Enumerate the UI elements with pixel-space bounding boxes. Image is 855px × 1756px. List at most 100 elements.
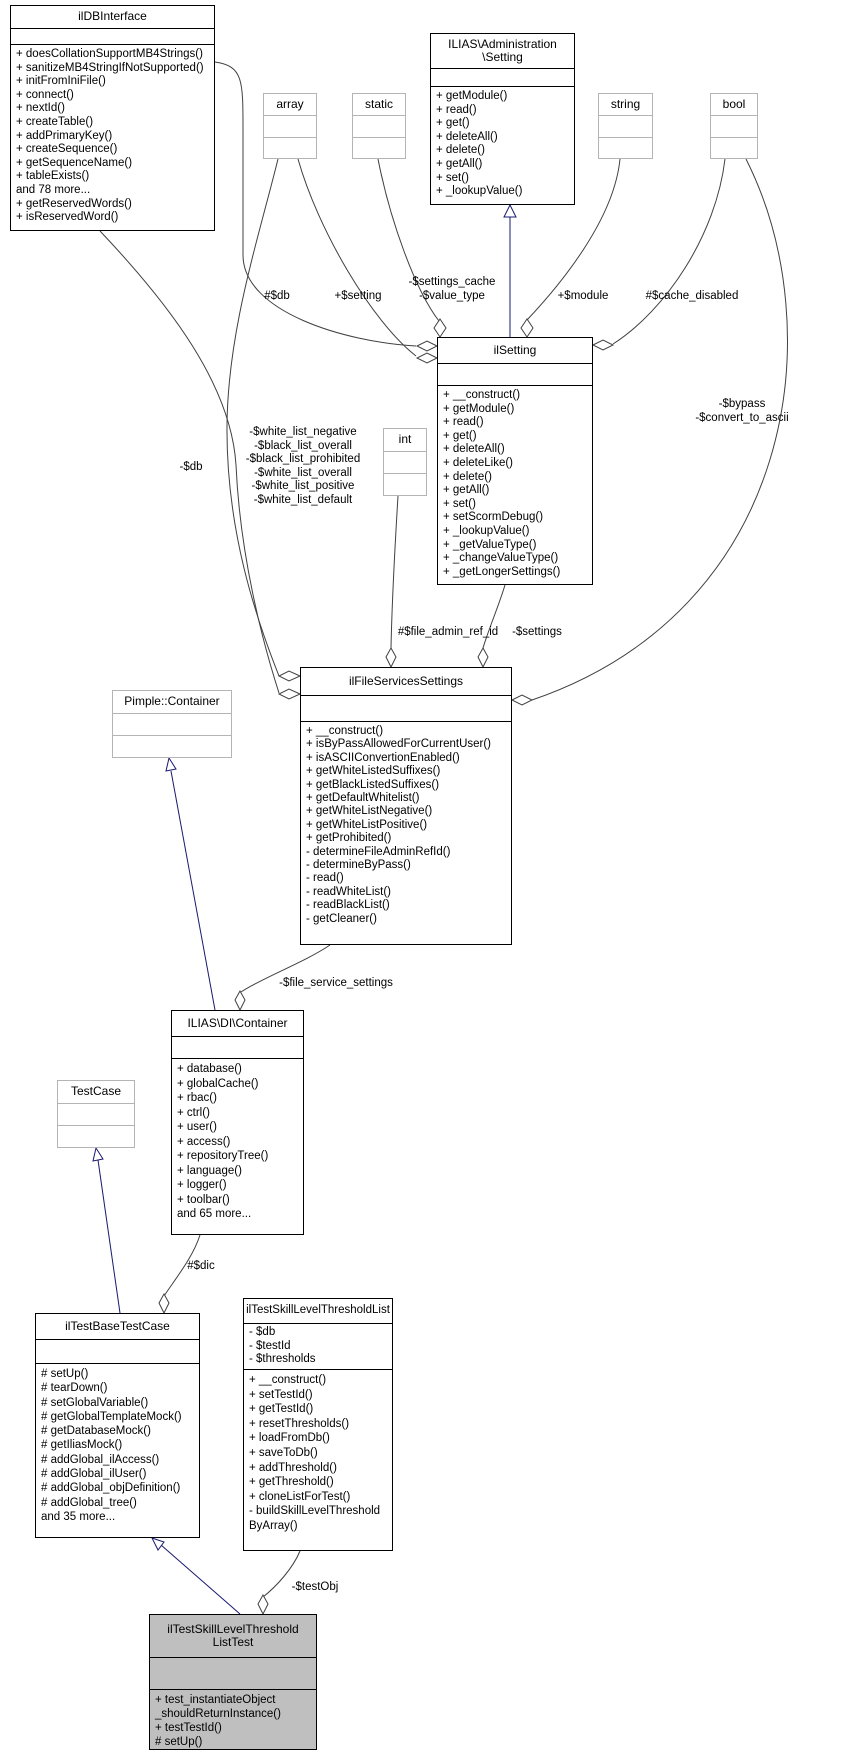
member-line: + isReservedWord()	[16, 211, 119, 224]
methods-compartment: + database()+ globalCache()+ rbac()+ ctr…	[172, 1059, 303, 1234]
member-line: -$white_list_negative	[249, 426, 357, 438]
methods-compartment	[58, 1125, 134, 1147]
member-line: # addGlobal_ilUser()	[41, 1468, 147, 1481]
member-line: + createSequence()	[16, 143, 118, 156]
diamond	[158, 1292, 170, 1315]
member-line: + _lookupValue()	[443, 524, 530, 537]
member-line: + repositoryTree()	[177, 1150, 269, 1162]
methods-compartment: + __construct()+ getModule()+ read()+ ge…	[438, 386, 592, 584]
member-line: + tableExists()	[16, 170, 90, 183]
class-box-iltestskilllevelthresholdlist[interactable]: ilTestSkillLevelThresholdList - $db- $te…	[243, 1298, 393, 1551]
member-line: + _lookupValue()	[436, 185, 523, 198]
class-box-testcase[interactable]: TestCase	[57, 1080, 135, 1148]
diamond	[277, 688, 302, 700]
member-line: + setTestId()	[249, 1388, 313, 1401]
edge-test-extends	[160, 1544, 241, 1615]
class-title-text: static	[364, 96, 393, 111]
class-box-ilias-administration-setting[interactable]: ILIAS\Administration \Setting + getModul…	[430, 33, 575, 205]
arrowhead	[503, 203, 517, 218]
diamond	[520, 318, 534, 338]
member-line: # getDatabaseMock()	[41, 1425, 151, 1438]
attributes-compartment	[36, 1340, 199, 1364]
member-line: # addGlobal_objDefinition()	[41, 1482, 181, 1495]
diamond	[234, 989, 246, 1012]
attributes-compartment	[711, 116, 757, 137]
member-line: # setUp()	[41, 1368, 89, 1380]
member-line: + get()	[436, 117, 470, 130]
edge-label-setting: +$setting	[334, 290, 382, 302]
class-title-text: ILIAS\Administration	[448, 36, 557, 51]
methods-compartment	[353, 137, 405, 158]
class-box-ildbinterface[interactable]: ilDBInterface + doesCollationSupportMB4S…	[10, 5, 215, 231]
diamond	[415, 352, 439, 364]
type-box-array[interactable]: array	[263, 93, 317, 159]
member-line: - readWhiteList()	[306, 885, 391, 898]
type-box-int[interactable]: int	[383, 428, 427, 496]
methods-compartment: + __construct()+ isByPassAllowedForCurre…	[301, 722, 511, 944]
class-box-ilfileservicessettings[interactable]: ilFileServicesSettings + __construct()+ …	[300, 667, 512, 945]
class-box-ilsetting[interactable]: ilSetting + __construct()+ getModule()+ …	[437, 337, 593, 585]
type-box-string[interactable]: string	[598, 93, 653, 159]
edge-label-settings-cache: -$settings_cache-$value_type	[395, 276, 509, 303]
attributes-compartment	[431, 69, 574, 87]
class-title-text: ListTest	[212, 1635, 254, 1649]
class-box-iltestbasetestcase[interactable]: ilTestBaseTestCase # setUp()# tearDown()…	[35, 1313, 200, 1538]
arrowhead	[151, 1537, 165, 1551]
class-box-pimple-container[interactable]: Pimple::Container	[112, 690, 232, 758]
diamond	[385, 646, 397, 669]
attributes-compartment	[11, 29, 214, 45]
member-line: + isByPassAllowedForCurrentUser()	[306, 738, 492, 751]
methods-compartment: + doesCollationSupportMB4Strings()+ sani…	[11, 45, 214, 230]
class-box-iltestskilllevelthresholdlisttest[interactable]: ilTestSkillLevelThreshold ListTest + tes…	[149, 1614, 317, 1750]
member-line: + rbac()	[177, 1092, 217, 1104]
member-line: - buildSkillLevelThreshold	[249, 1505, 381, 1518]
member-line: + ctrl()	[177, 1106, 210, 1119]
class-title: ILIAS\Administration \Setting	[431, 34, 574, 69]
member-line: + user()	[177, 1121, 217, 1133]
member-line: + read()	[436, 103, 477, 116]
member-line: - getCleaner()	[306, 912, 377, 925]
member-line: + set()	[436, 171, 469, 184]
member-line: + sanitizeMB4StringIfNotSupported()	[16, 61, 204, 74]
edge-label-bypass: -$bypass-$convert_to_ascii	[672, 398, 812, 425]
member-line: # getIliasMock()	[41, 1439, 123, 1452]
attributes-compartment	[353, 116, 405, 137]
class-title-text: ilFileServicesSettings	[348, 673, 464, 688]
class-title-text: Pimple::Container	[124, 694, 220, 709]
member-line: and 35 more...	[41, 1510, 116, 1523]
member-line: + logger()	[177, 1179, 227, 1191]
class-title: TestCase	[58, 1081, 134, 1104]
diamond	[510, 694, 534, 706]
class-title: bool	[711, 94, 757, 116]
methods-compartment: + test_instantiateObject_shouldReturnIns…	[150, 1690, 316, 1749]
edge-ilsetting-cache-disabled-bool	[612, 158, 726, 345]
member-line: + saveToDb()	[249, 1446, 318, 1459]
member-line: + _changeValueType()	[443, 552, 559, 565]
attributes-compartment	[58, 1104, 134, 1125]
member-line: + addPrimaryKey()	[16, 129, 113, 142]
member-line: + getWhiteListedSuffixes()	[306, 765, 441, 778]
class-title-text: TestCase	[70, 1084, 122, 1099]
edge-label-testobj: -$testObj	[291, 1581, 339, 1593]
member-line: # addGlobal_ilAccess()	[41, 1453, 160, 1466]
diamond	[433, 318, 447, 338]
type-box-static[interactable]: static	[352, 93, 406, 159]
arrowhead	[92, 1146, 104, 1162]
member-line: + getWhiteListNegative()	[306, 805, 433, 818]
member-line: + getAll()	[436, 157, 483, 170]
member-line: + delete()	[436, 144, 485, 157]
attributes-compartment	[264, 116, 316, 137]
member-line: + __construct()	[249, 1374, 327, 1386]
edge-label-file-service-settings: -$file_service_settings	[279, 977, 393, 989]
member-line: + connect()	[16, 88, 74, 101]
type-box-bool[interactable]: bool	[710, 93, 758, 159]
member-line: _shouldReturnInstance()	[155, 1708, 281, 1720]
edge-label-module: +$module	[557, 290, 609, 302]
member-line: + loadFromDb()	[249, 1432, 330, 1445]
class-box-ilias-di-container[interactable]: ILIAS\DI\Container + database()+ globalC…	[171, 1010, 304, 1235]
member-line: + getWhiteListPositive()	[306, 818, 428, 831]
class-title: int	[384, 429, 426, 452]
member-line: + __construct()	[306, 725, 384, 737]
methods-compartment: + __construct()+ setTestId()+ getTestId(…	[244, 1370, 392, 1550]
